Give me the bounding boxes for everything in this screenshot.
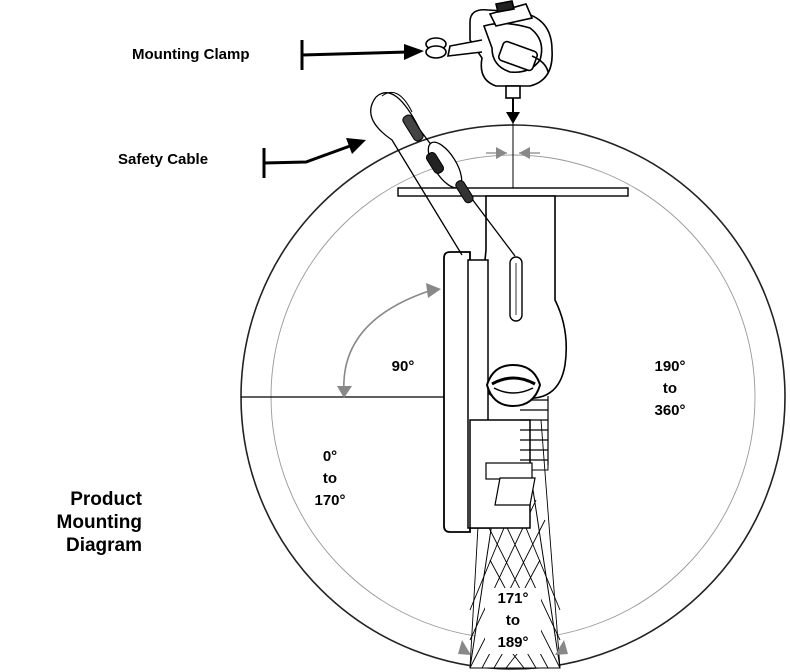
safety-cable-pointer [262,138,366,178]
left-range-until: 170° [314,492,346,509]
top-mounting-plate [397,187,629,197]
left-range-to: to [322,470,338,487]
title-line-2: Mounting [56,512,142,533]
right-range-until: 360° [654,402,686,419]
fixture-body-icon [443,251,549,533]
ninety-degree-arc [343,289,433,393]
tilt-knob-icon [485,363,542,408]
right-range-label: 190° to 360° [640,356,700,422]
title-line-1: Product [70,489,142,510]
bottom-range-to: to [505,612,521,629]
mounting-clamp-label: Mounting Clamp [132,46,250,63]
right-range-from: 190° [654,358,686,375]
left-range-from: 0° [322,448,338,465]
ninety-degree-label: 90° [391,358,415,375]
right-range-to: to [662,380,678,397]
safety-cable-icon [370,92,516,257]
bottom-range-label: 171° to 189° [485,588,541,654]
safety-cable-label: Safety Cable [118,151,209,168]
diagram-title: Product Mounting Diagram [40,488,142,557]
title-line-3: Diagram [65,535,142,556]
bottom-range-until: 189° [497,634,529,651]
mounting-clamp-pointer [300,40,424,70]
bottom-range-from: 171° [497,590,529,607]
mounting-clamp-icon [425,0,553,99]
left-range-label: 0° to 170° [300,446,360,512]
